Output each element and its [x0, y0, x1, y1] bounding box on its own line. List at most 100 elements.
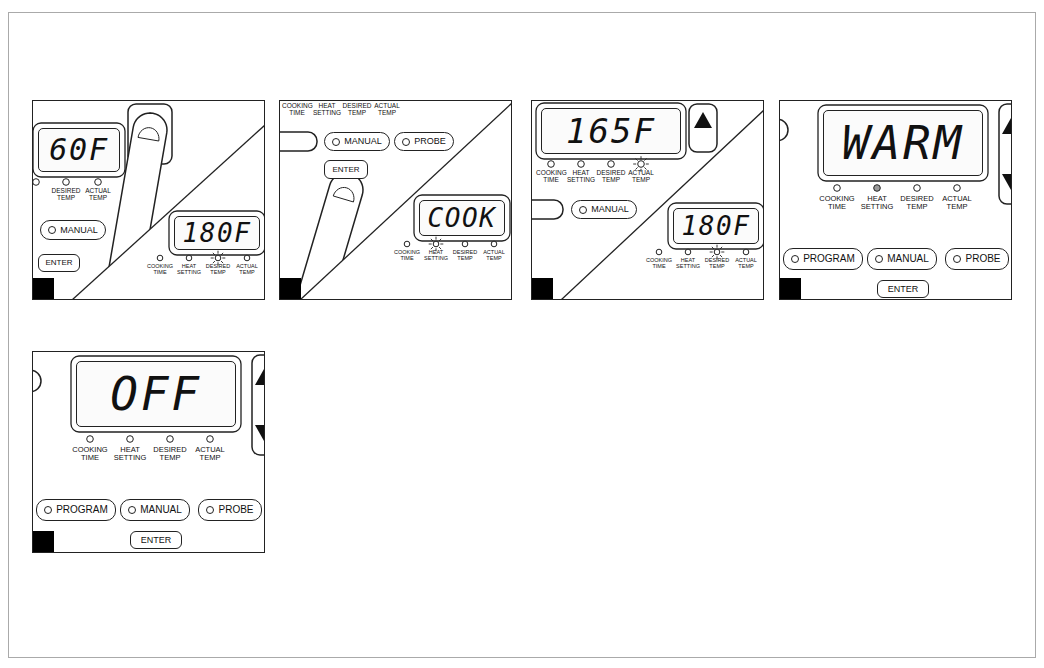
display-readout: 180F	[183, 220, 252, 246]
indicator-led	[186, 255, 192, 261]
panel-view	[33, 104, 265, 300]
indicator-led	[491, 241, 497, 247]
led-glow-ray	[436, 237, 437, 240]
indicator-label: DESIRED TEMP	[204, 264, 233, 276]
indicator-led	[462, 241, 468, 247]
panel-frame	[780, 101, 1012, 300]
mode-button: MANUAL	[867, 248, 937, 270]
led-glow-ray	[635, 158, 637, 160]
panel-ground	[32, 351, 265, 553]
led-glow-ray	[710, 252, 713, 253]
led-glow-ray	[429, 244, 432, 245]
main-view	[32, 355, 265, 455]
indicator-label: DESIRED TEMP	[342, 103, 372, 117]
indicator-label: DESIRED TEMP	[897, 195, 937, 211]
indicator-label: COOKING TIME	[393, 250, 422, 262]
indicator-led	[87, 436, 94, 443]
display-bezel	[169, 211, 265, 255]
indicator-led	[167, 436, 174, 443]
indicator-led	[433, 241, 439, 247]
step-marker	[780, 278, 801, 299]
side-knob	[779, 119, 788, 141]
led-glow-ray	[646, 164, 649, 165]
button-led	[128, 506, 136, 514]
display-bezel	[71, 356, 241, 432]
mode-button: MANUAL	[120, 499, 190, 521]
mode-button: PROGRAM	[36, 499, 116, 521]
indicator-led	[578, 161, 585, 168]
display-bezel	[818, 105, 988, 181]
button-label: MANUAL	[140, 505, 182, 515]
indicator-label: ACTUAL TEMP	[480, 250, 509, 262]
indicator-label: HEAT SETTING	[312, 103, 342, 117]
led-glow-ray	[712, 255, 714, 257]
page-border	[9, 13, 1036, 658]
led-glow-ray	[717, 245, 718, 248]
step-marker	[33, 531, 54, 552]
indicator-led	[33, 179, 40, 186]
button-led	[48, 226, 56, 234]
lcd-display: COOK	[419, 200, 505, 236]
indicator-led	[95, 179, 102, 186]
button-label: ENTER	[141, 536, 172, 545]
button-led	[44, 506, 52, 514]
enter-button: ENTER	[38, 254, 80, 272]
indicator-label: DESIRED TEMP	[451, 250, 480, 262]
indicator-led	[914, 185, 921, 192]
indicator-label: ACTUAL TEMP	[732, 258, 761, 270]
indicator-led	[834, 185, 841, 192]
panel-frame	[33, 101, 265, 300]
indicator-label: HEAT SETTING	[857, 195, 897, 211]
button-label: MANUAL	[591, 205, 629, 214]
led-glow-ray	[222, 258, 225, 259]
led-glow-ray	[440, 244, 443, 245]
indicator-label: HEAT SETTING	[110, 446, 150, 462]
lcd-display: WARM	[823, 110, 983, 176]
lcd-display: OFF	[76, 361, 236, 427]
led-glow-ray	[221, 253, 223, 255]
mode-button: MANUAL	[40, 220, 106, 240]
mode-button: PROBE	[394, 132, 454, 151]
led-glow-ray	[439, 239, 441, 241]
arrow-button	[252, 355, 265, 455]
button-label: PROBE	[965, 254, 1000, 264]
button-label: ENTER	[888, 285, 919, 294]
indicator-led	[207, 436, 214, 443]
indicator-led	[954, 185, 961, 192]
led-glow-ray	[633, 164, 636, 165]
display-readout: 180F	[682, 213, 751, 239]
indicator-led	[548, 161, 555, 168]
mode-button: PROBE	[945, 248, 1009, 270]
indicator-label: ACTUAL TEMP	[372, 103, 402, 117]
button-led	[332, 138, 340, 146]
up-arrow	[694, 112, 712, 128]
display-readout: 60F	[49, 135, 109, 165]
partial-button	[531, 200, 563, 219]
enter-button: ENTER	[130, 531, 182, 549]
panel-frame	[280, 101, 512, 300]
button-led	[206, 506, 214, 514]
panel-frame	[532, 101, 764, 300]
button-label: ENTER	[45, 259, 72, 267]
panel-view	[779, 104, 1012, 204]
indicator-label: ACTUAL TEMP	[626, 170, 656, 184]
indicator-label: HEAT SETTING	[422, 250, 451, 262]
enter-button: ENTER	[324, 160, 368, 179]
main-view	[779, 104, 1012, 204]
button-label: PROGRAM	[803, 254, 855, 264]
down-arrow	[1002, 174, 1012, 190]
indicator-led	[743, 249, 749, 255]
indicator-label: DESIRED TEMP	[596, 170, 626, 184]
led-glow-ray	[218, 251, 219, 254]
panel-ground	[779, 100, 1012, 300]
led-glow-ray	[712, 247, 714, 249]
side-knob	[32, 370, 41, 392]
panel-view	[32, 355, 265, 455]
display-readout: WARM	[842, 120, 964, 166]
lcd-display: 180F	[673, 208, 759, 244]
button-label: PROBE	[218, 505, 253, 515]
led-glow-ray	[213, 253, 215, 255]
indicator-label: COOKING TIME	[282, 103, 312, 117]
display-readout: COOK	[428, 205, 497, 231]
mode-button: PROGRAM	[783, 248, 863, 270]
